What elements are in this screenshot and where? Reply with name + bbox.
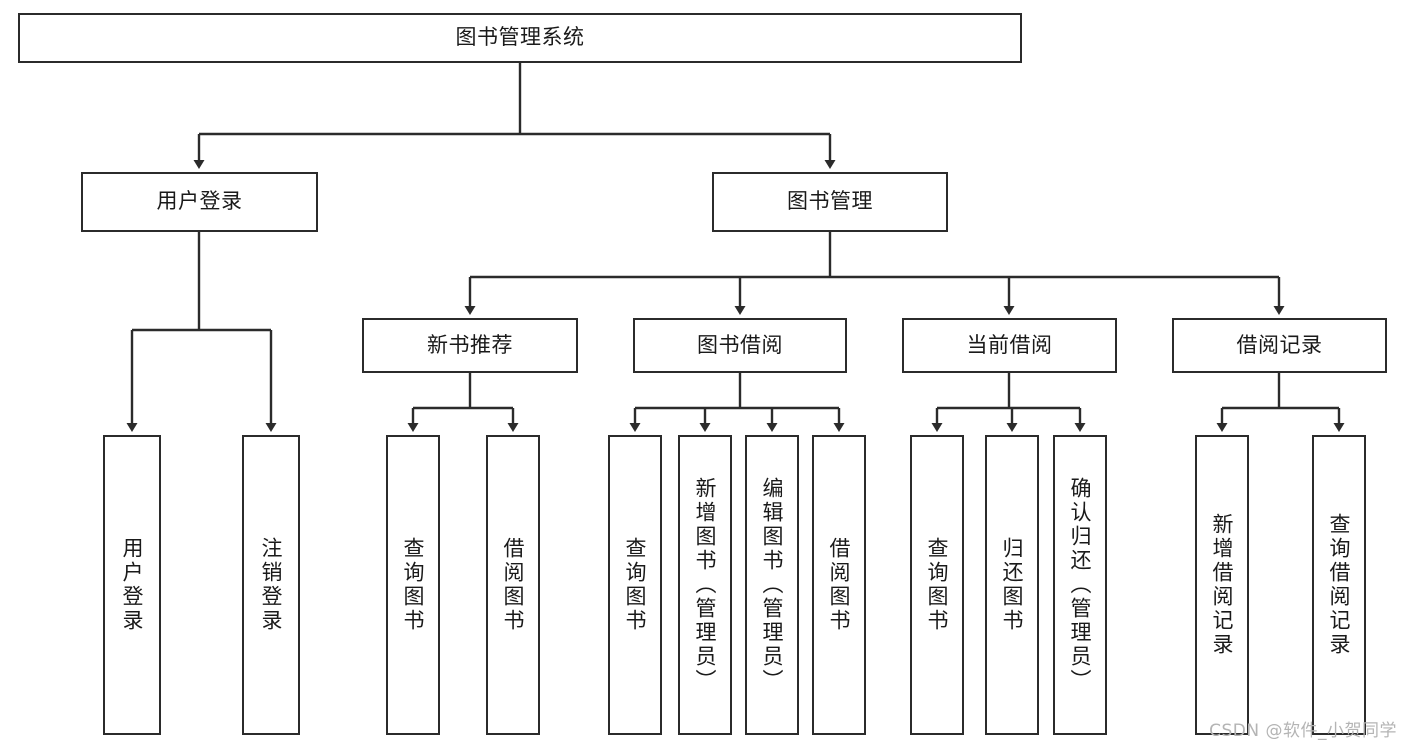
node-label: 借阅记录 xyxy=(1236,332,1323,357)
node-leaf-query-book-rec[interactable]: 查询图书 xyxy=(386,435,440,735)
node-label: 当前借阅 xyxy=(966,332,1053,357)
node-label: 图书借阅 xyxy=(697,332,783,357)
node-leaf-confirm-return-admin[interactable]: 确认归还（管理员） xyxy=(1053,435,1107,735)
node-label: 编辑图书（管理员） xyxy=(760,477,784,693)
node-leaf-edit-book-admin[interactable]: 编辑图书（管理员） xyxy=(745,435,799,735)
node-leaf-logout[interactable]: 注销登录 xyxy=(242,435,300,735)
node-leaf-borrow-book-rec[interactable]: 借阅图书 xyxy=(486,435,540,735)
node-leaf-query-borrow-record[interactable]: 查询借阅记录 xyxy=(1312,435,1366,735)
node-label: 查询图书 xyxy=(623,537,647,633)
node-label: 确认归还（管理员） xyxy=(1068,477,1092,693)
node-leaf-return-book[interactable]: 归还图书 xyxy=(985,435,1039,735)
node-leaf-query-book-current[interactable]: 查询图书 xyxy=(910,435,964,735)
node-label: 图书管理 xyxy=(787,189,873,214)
node-leaf-add-borrow-record[interactable]: 新增借阅记录 xyxy=(1195,435,1249,735)
node-label: 查询图书 xyxy=(401,537,425,633)
node-label: 用户登录 xyxy=(156,189,243,214)
node-label: 查询借阅记录 xyxy=(1327,513,1351,657)
node-label: 查询图书 xyxy=(925,537,949,633)
node-leaf-add-book-admin[interactable]: 新增图书（管理员） xyxy=(678,435,732,735)
node-label: 图书管理系统 xyxy=(455,25,585,50)
node-root[interactable]: 图书管理系统 xyxy=(18,13,1022,63)
node-leaf-query-book-borrow[interactable]: 查询图书 xyxy=(608,435,662,735)
node-new-book-recommend[interactable]: 新书推荐 xyxy=(362,318,578,373)
node-label: 借阅图书 xyxy=(827,537,851,633)
node-current-borrow[interactable]: 当前借阅 xyxy=(902,318,1117,373)
node-borrow-record[interactable]: 借阅记录 xyxy=(1172,318,1387,373)
node-label: 用户登录 xyxy=(120,537,144,633)
node-leaf-borrow-book[interactable]: 借阅图书 xyxy=(812,435,866,735)
node-label: 注销登录 xyxy=(259,537,283,633)
node-label: 归还图书 xyxy=(1000,537,1024,633)
node-label: 新增借阅记录 xyxy=(1210,513,1234,657)
node-user-login[interactable]: 用户登录 xyxy=(81,172,318,232)
node-leaf-user-login[interactable]: 用户登录 xyxy=(103,435,161,735)
node-label: 借阅图书 xyxy=(501,537,525,633)
node-label: 新增图书（管理员） xyxy=(693,477,717,693)
node-label: 新书推荐 xyxy=(427,332,513,357)
watermark: CSDN @软件_小贺同学 xyxy=(1209,721,1397,741)
node-book-manage[interactable]: 图书管理 xyxy=(712,172,948,232)
node-book-borrow[interactable]: 图书借阅 xyxy=(633,318,847,373)
